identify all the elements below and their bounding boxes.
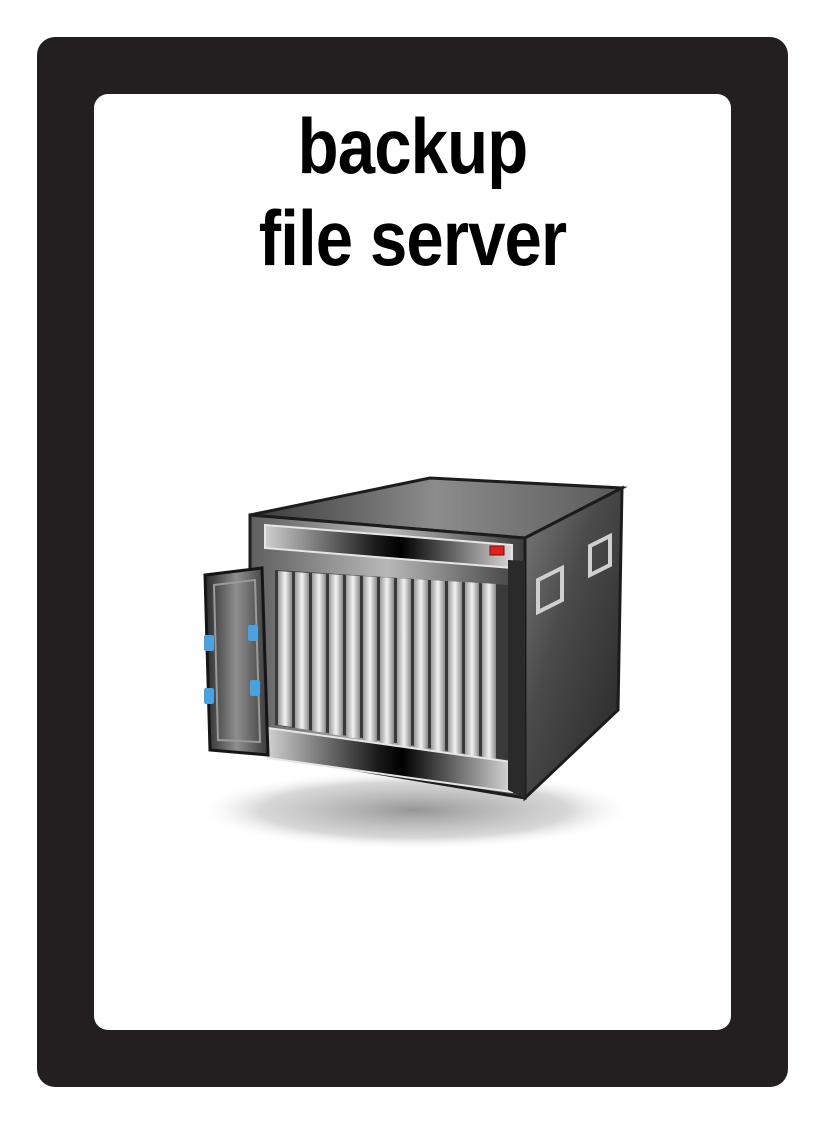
cabinet-side — [523, 485, 624, 802]
door-latch — [204, 688, 214, 704]
door-latch — [250, 680, 260, 696]
door-latch — [204, 635, 214, 651]
title-line-1: backup — [297, 102, 529, 190]
sign-title: backup file server — [58, 100, 768, 284]
title-line-2: file server — [258, 194, 567, 282]
server-rack-icon — [195, 476, 635, 850]
blade-slots — [278, 571, 496, 760]
indicator-light — [489, 545, 505, 556]
door-latch — [248, 625, 258, 641]
floor-shadow — [195, 770, 635, 850]
